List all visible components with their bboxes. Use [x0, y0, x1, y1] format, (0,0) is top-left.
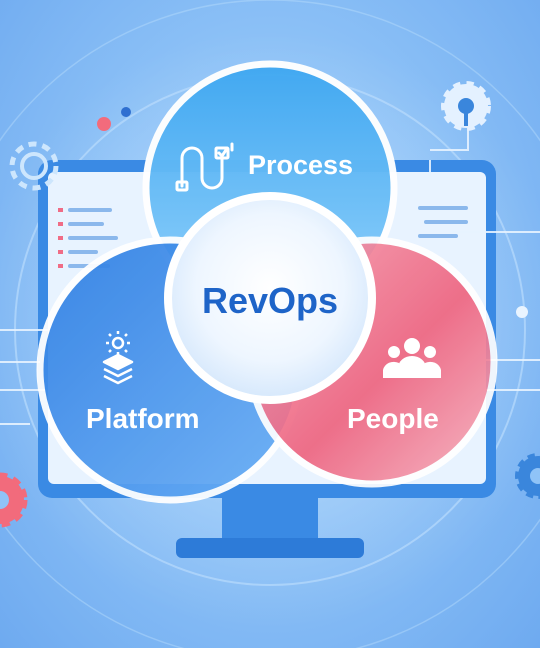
venn-diagram [36, 60, 498, 504]
gear-icon-bottomleft [0, 472, 28, 528]
gear-icon-bottomright [515, 453, 540, 499]
center-label: RevOps [201, 280, 339, 321]
platform-label: Platform [86, 403, 200, 434]
people-label: People [347, 403, 439, 434]
gear-icon-topright [441, 81, 491, 131]
layers-icon [102, 331, 134, 385]
decorative-dots [97, 107, 528, 318]
process-label: Process [248, 150, 354, 180]
people-icon [383, 338, 441, 378]
wiring-icon [175, 142, 234, 192]
center-circle [164, 192, 376, 404]
gear-icon-topleft [9, 141, 59, 191]
